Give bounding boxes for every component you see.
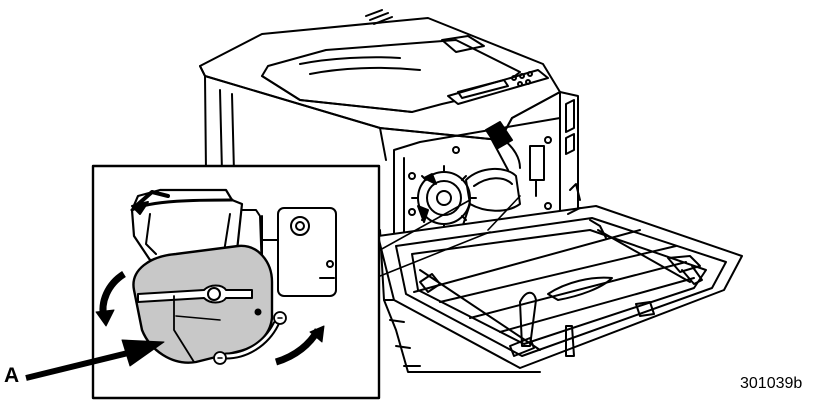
printer-body — [199, 9, 579, 373]
detail-inset — [91, 164, 381, 400]
callout-arrow-icon — [25, 339, 165, 381]
lock-unlock-indicator — [213, 311, 287, 365]
front-door — [377, 205, 743, 369]
control-panel — [447, 69, 549, 105]
rotate-arrow-right-icon — [274, 325, 325, 366]
locking-lever — [132, 244, 274, 364]
gear-assembly — [411, 165, 477, 231]
rotate-arrow-left-icon — [95, 271, 127, 327]
callout-label-a: A — [4, 364, 20, 387]
callout-connector-lines — [379, 195, 521, 277]
figure-number: 301039b — [740, 375, 803, 392]
